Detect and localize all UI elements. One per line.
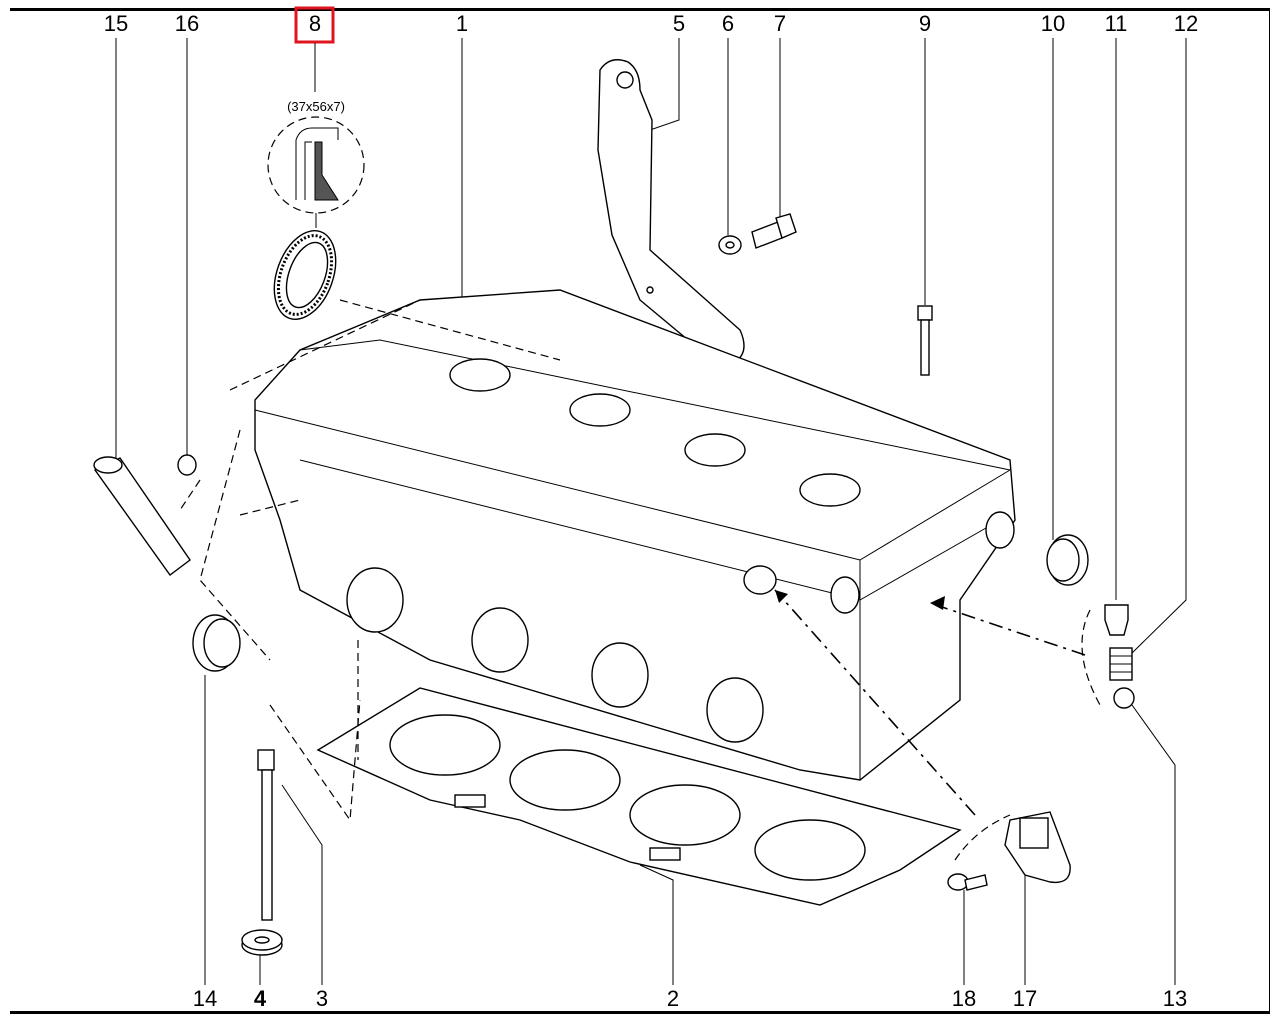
plug-14 <box>192 614 241 672</box>
seal-dimensions: (37x56x7) <box>287 99 345 114</box>
callout-17[interactable]: 17 <box>1013 986 1037 1011</box>
callout-11[interactable]: 11 <box>1105 11 1128 36</box>
callout-18[interactable]: 18 <box>952 986 976 1011</box>
callout-12[interactable]: 12 <box>1174 11 1198 36</box>
callout-14[interactable]: 14 <box>193 986 217 1011</box>
head-bolt-3 <box>257 749 275 921</box>
washer-4 <box>241 929 283 956</box>
sensor-17 <box>1004 811 1071 884</box>
oil-seal-ring <box>273 230 337 320</box>
callout-13[interactable]: 13 <box>1163 986 1187 1011</box>
callout-1[interactable]: 1 <box>456 11 468 36</box>
head-gasket <box>316 687 962 906</box>
valve-15 <box>93 456 191 576</box>
screw-18 <box>947 873 988 891</box>
spring-12 <box>1109 647 1133 681</box>
leader-lines <box>115 38 1187 985</box>
callouts-bottom: 14 4 3 2 18 17 13 <box>193 986 1187 1011</box>
ball-13 <box>1113 687 1135 709</box>
plug-10 <box>1046 534 1089 586</box>
cap-16 <box>177 454 197 476</box>
callout-3[interactable]: 3 <box>316 986 328 1011</box>
callout-6[interactable]: 6 <box>722 11 734 36</box>
diagram-frame <box>10 8 1270 1014</box>
callout-9[interactable]: 9 <box>919 11 931 36</box>
callout-16[interactable]: 16 <box>175 11 199 36</box>
callout-15[interactable]: 15 <box>104 11 128 36</box>
callout-4[interactable]: 4 <box>254 986 267 1011</box>
callout-5[interactable]: 5 <box>673 11 685 36</box>
highlight-box-8 <box>294 6 335 44</box>
callout-10[interactable]: 10 <box>1041 11 1065 36</box>
assembly-lines <box>179 299 1101 861</box>
seal-detail-circle <box>267 116 365 214</box>
cylinder-head <box>254 289 1016 781</box>
bolt-9 <box>917 305 933 376</box>
seal-detail: (37x56x7) <box>267 99 365 228</box>
callout-2[interactable]: 2 <box>667 986 679 1011</box>
callouts-top: 15 16 8 1 5 6 7 9 10 11 12 <box>104 6 1198 44</box>
bolt-7 <box>751 213 797 249</box>
callout-8[interactable]: 8 <box>309 11 321 36</box>
callout-7[interactable]: 7 <box>774 11 786 36</box>
plunger-11 <box>1104 604 1129 636</box>
